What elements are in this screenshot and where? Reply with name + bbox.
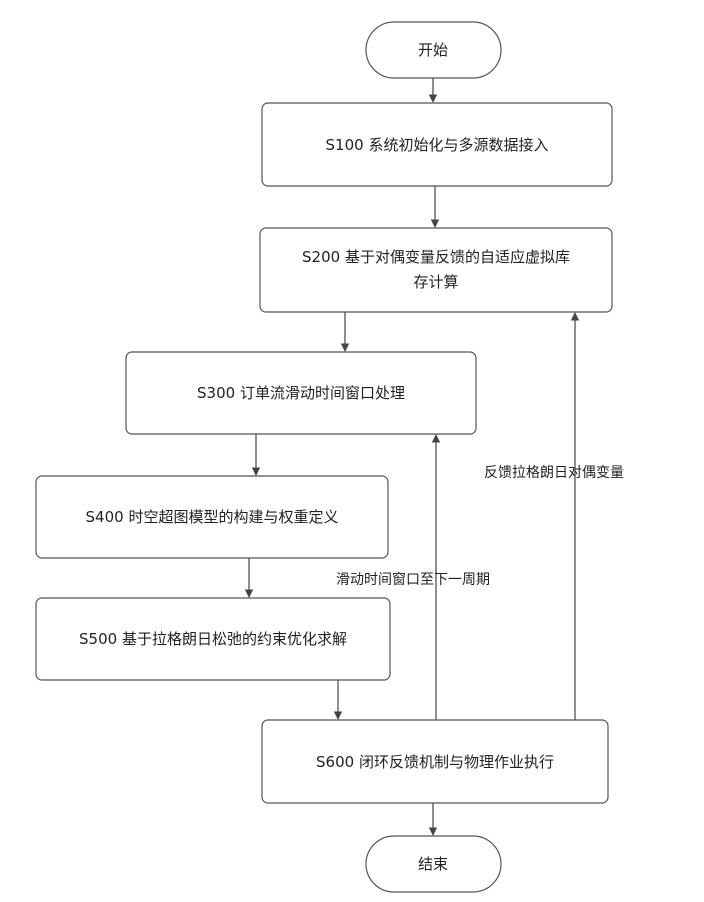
start-node-label: 开始 [418,41,448,59]
edge-label-slide-window: 滑动时间窗口至下一周期 [336,571,490,588]
start-node: 开始 [366,22,501,78]
s500-node: S500 基于拉格朗日松弛的约束优化求解 [36,598,390,680]
s200-node-label-line2: 存计算 [413,273,458,291]
s100-node: S100 系统初始化与多源数据接入 [262,103,612,186]
s200-node: S200 基于对偶变量反馈的自适应虚拟库 存计算 [260,228,612,312]
s200-node-label-line1: S200 基于对偶变量反馈的自适应虚拟库 [302,248,570,266]
s300-node-label: S300 订单流滑动时间窗口处理 [197,384,405,402]
s300-node: S300 订单流滑动时间窗口处理 [126,352,476,434]
s600-node-label: S600 闭环反馈机制与物理作业执行 [316,753,554,771]
edge-label-feedback-dual: 反馈拉格朗日对偶变量 [484,465,624,481]
s100-node-label: S100 系统初始化与多源数据接入 [326,136,549,154]
s600-node: S600 闭环反馈机制与物理作业执行 [262,720,608,803]
end-node: 结束 [366,836,501,892]
s400-node: S400 时空超图模型的构建与权重定义 [36,476,388,558]
s500-node-label: S500 基于拉格朗日松弛的约束优化求解 [79,630,347,648]
s400-node-label: S400 时空超图模型的构建与权重定义 [86,508,339,526]
end-node-label: 结束 [418,855,448,873]
